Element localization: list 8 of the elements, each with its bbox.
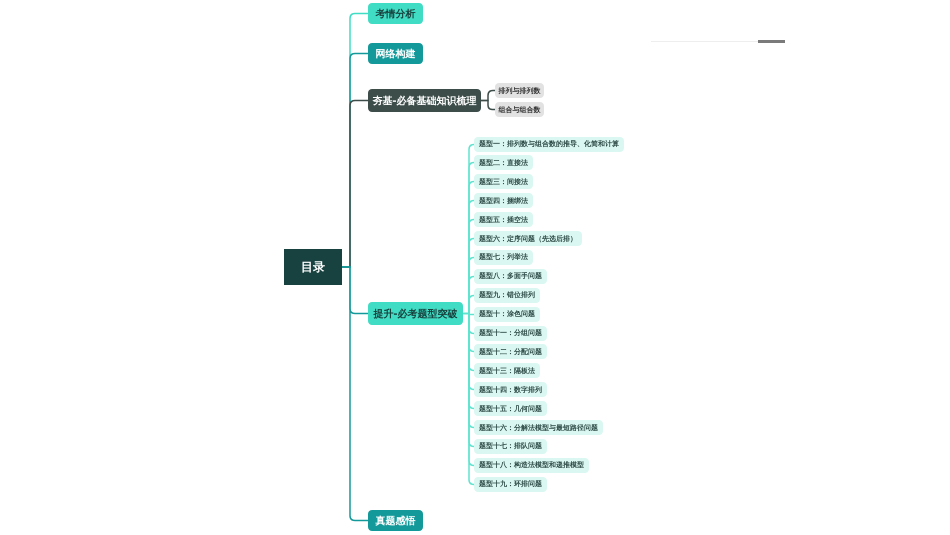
topic-box: 夯基-必备基础知识梳理 (368, 89, 481, 112)
connector-line (481, 100, 495, 110)
topic-box: 提升-必考题型突破 (368, 302, 463, 325)
topic-box: 考情分析 (368, 3, 423, 24)
topic-box: 真题感悟 (368, 510, 423, 531)
topic-box: 网络构建 (368, 43, 423, 64)
root-box: 目录 (284, 249, 342, 285)
connector-line (342, 266, 368, 522)
